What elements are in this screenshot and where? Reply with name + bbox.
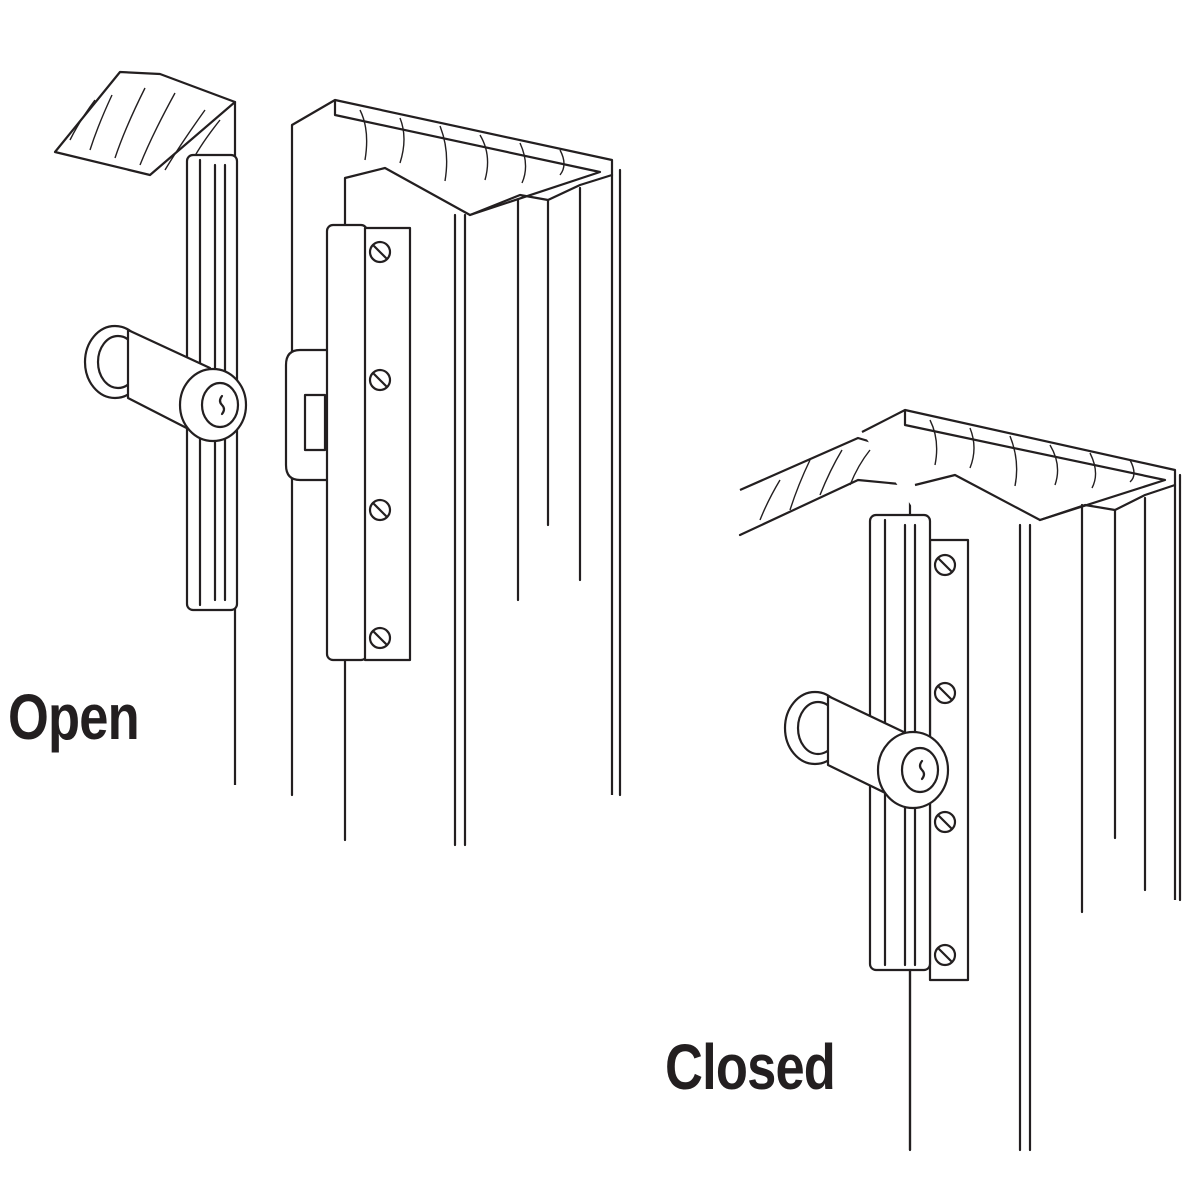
screw-icon [933,553,957,967]
closed-frame [861,408,1182,1152]
screw-icon [368,240,392,650]
open-strike-plate [325,223,412,662]
open-key-knob [83,324,248,443]
open-keeper [284,348,332,482]
closed-key-knob [783,690,950,810]
closed-label: Closed [665,1031,836,1103]
open-label: Open [8,681,140,753]
